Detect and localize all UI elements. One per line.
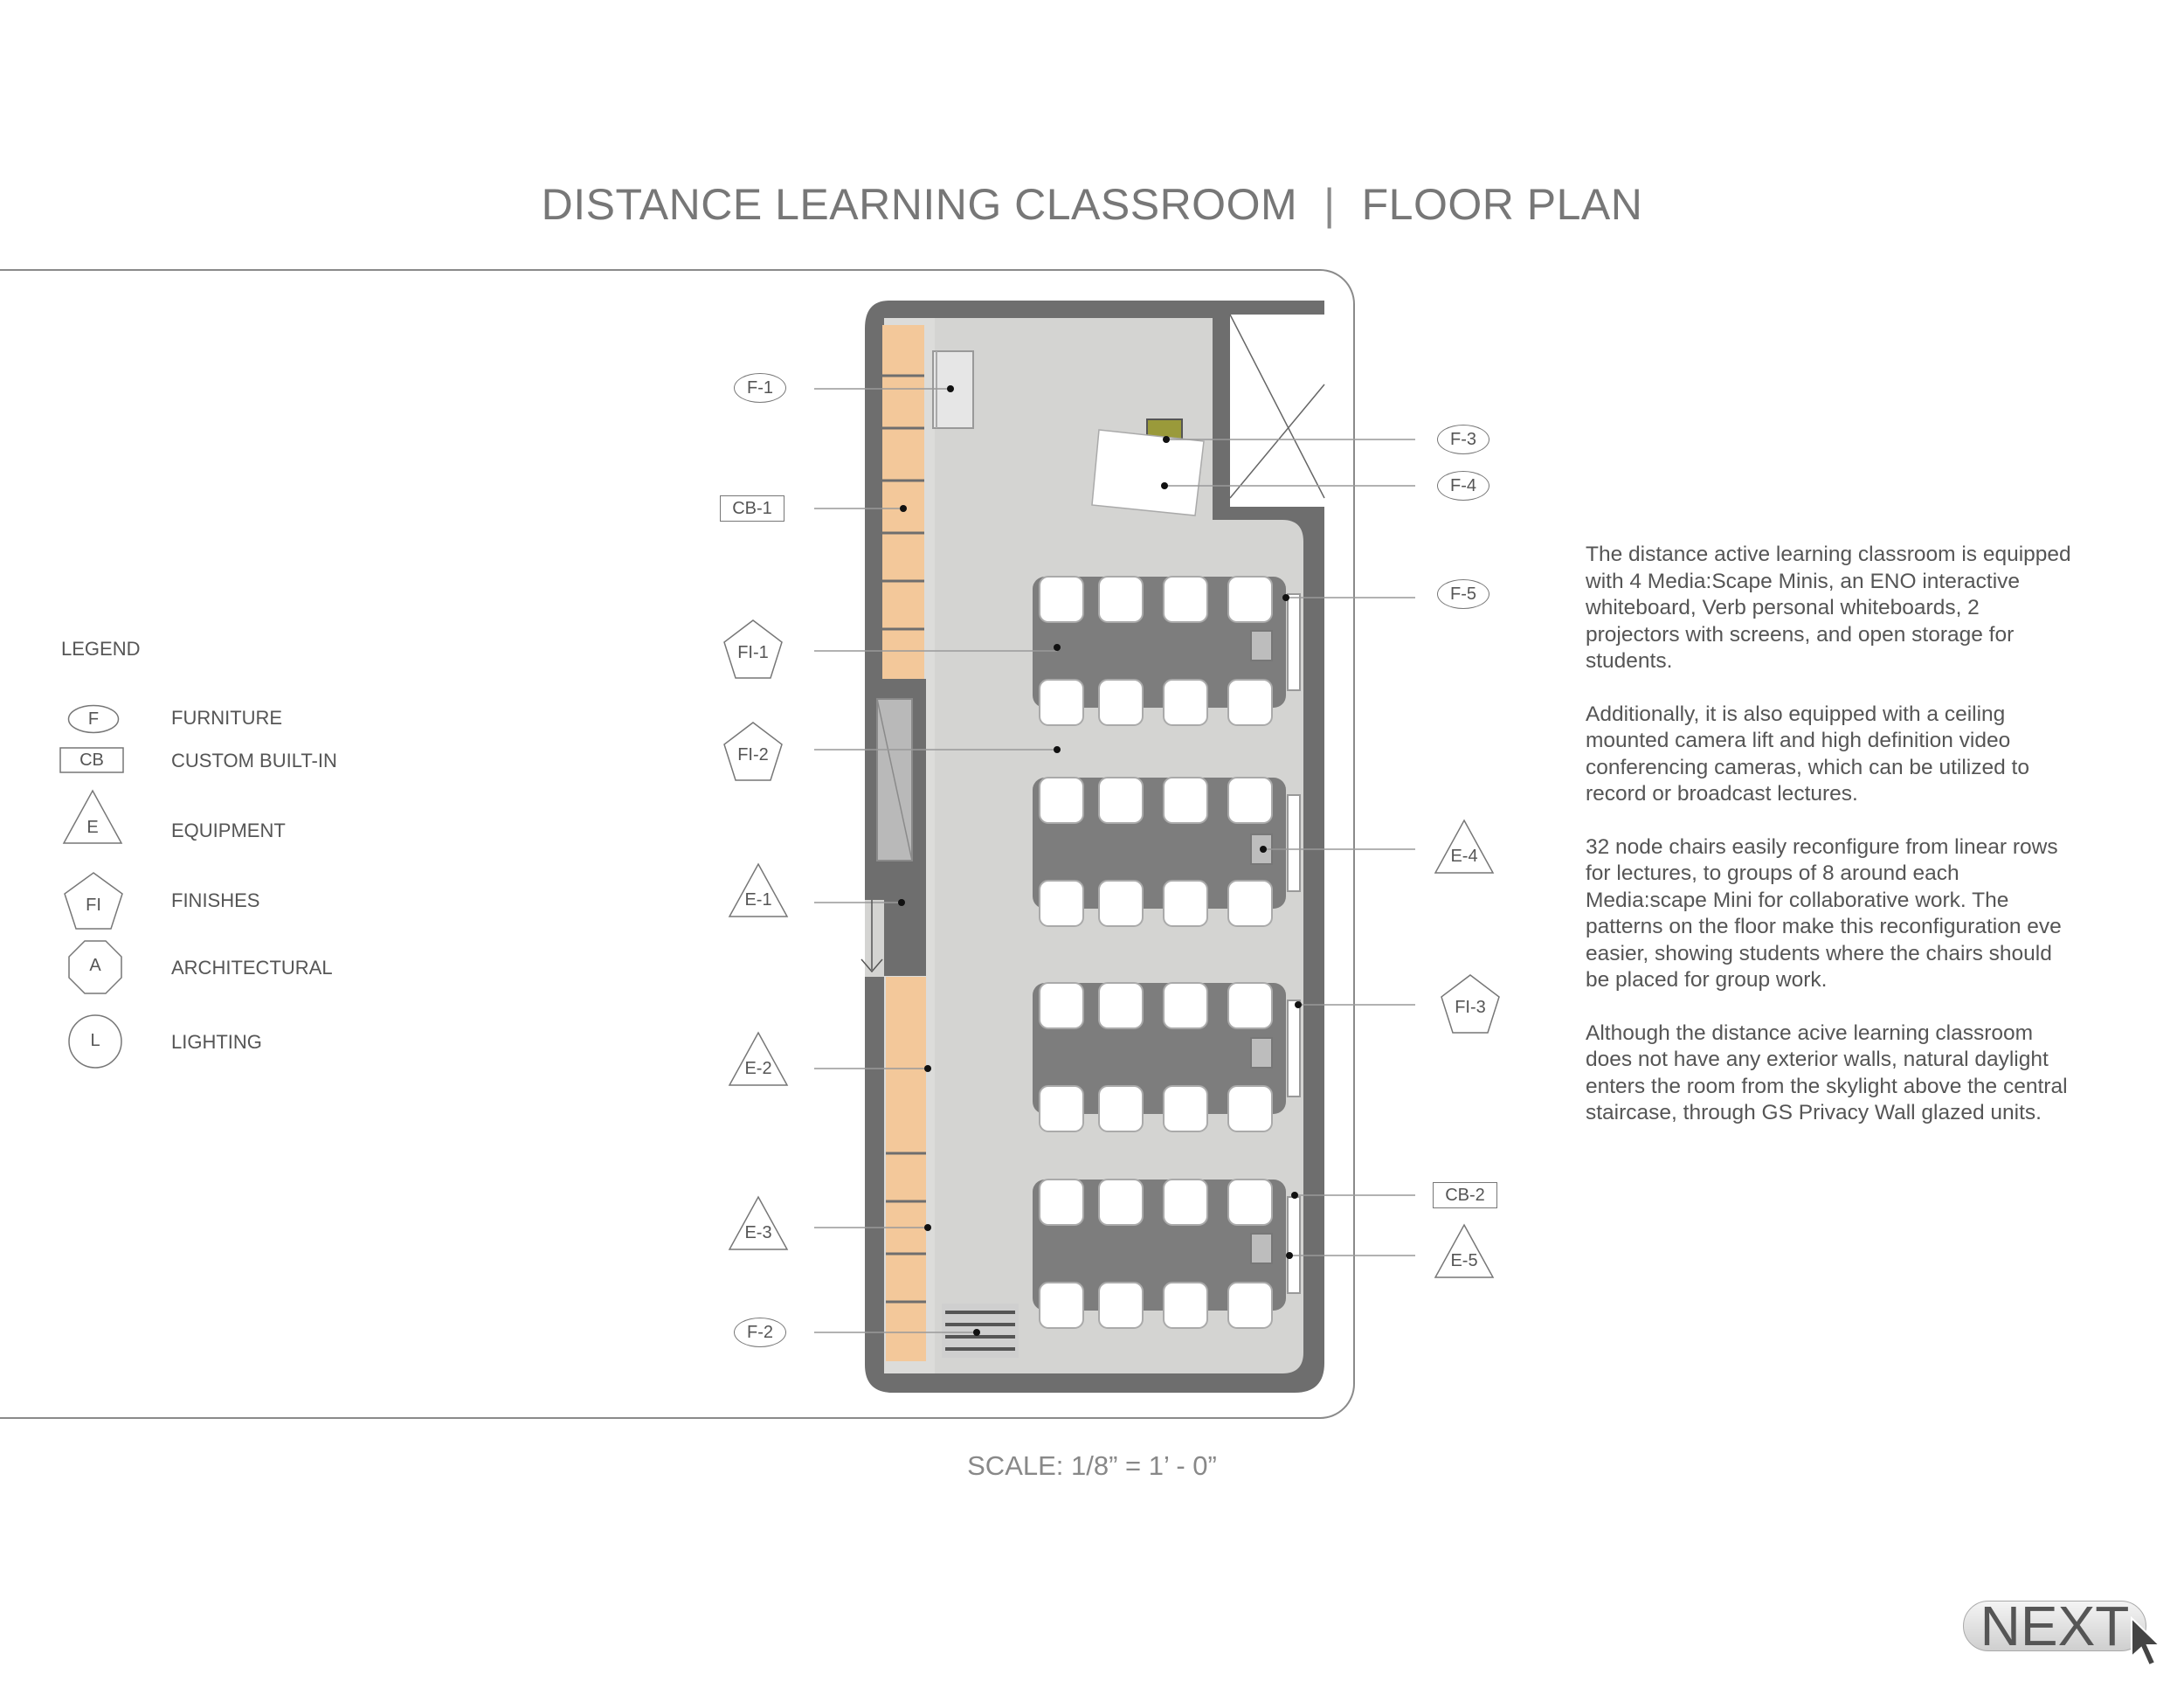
legend-equipment-label: EQUIPMENT <box>171 820 286 841</box>
description-paragraph: Additionally, it is also equipped with a… <box>1586 702 2029 806</box>
tag-f-3: F-3 <box>1437 425 1489 454</box>
tag-cb-1: CB-1 <box>720 495 784 522</box>
tag-f-5: F-5 <box>1437 579 1489 609</box>
legend-equipment-symbol: E <box>62 789 123 845</box>
legend-lighting-symbol: L <box>67 1013 123 1069</box>
tag-e-4: E-4 <box>1434 819 1495 880</box>
legend-furniture-label: FURNITURE <box>171 707 283 729</box>
legend-custom-built-in-label: CUSTOM BUILT-IN <box>171 750 337 771</box>
description-paragraph: Although the distance acive learning cla… <box>1586 1020 2068 1125</box>
title-separator: | <box>1324 180 1336 229</box>
tag-f-1: F-1 <box>734 373 786 403</box>
next-button-label: NEXT <box>1980 1595 2130 1657</box>
tag-e-1: E-1 <box>728 862 789 924</box>
legend-finishes-symbol: FI <box>63 871 124 930</box>
legend-custom-built-in-symbol: CB <box>59 747 124 773</box>
tag-e-5: E-5 <box>1434 1223 1495 1284</box>
legend-architectural-symbol: A <box>67 939 123 995</box>
tag-fi-2: FI-2 <box>722 721 784 782</box>
description-paragraph: 32 node chairs easily reconfigure from l… <box>1586 834 2062 993</box>
next-button[interactable]: NEXT <box>1963 1595 2146 1657</box>
tag-e-2: E-2 <box>728 1031 789 1092</box>
scale-label: SCALE: 1/8” = 1’ - 0” <box>967 1450 1217 1481</box>
title-right: FLOOR PLAN <box>1361 180 1643 229</box>
cursor-icon <box>2131 1616 2161 1667</box>
plan-frame <box>0 269 1355 1419</box>
legend-title: LEGEND <box>61 638 141 660</box>
legend-lighting-label: LIGHTING <box>171 1031 262 1053</box>
tag-fi-3: FI-3 <box>1440 973 1501 1034</box>
tag-cb-2: CB-2 <box>1433 1182 1497 1208</box>
page-title: DISTANCE LEARNING CLASSROOM | FLOOR PLAN <box>0 179 2184 230</box>
tag-f-2: F-2 <box>734 1318 786 1347</box>
legend-architectural-label: ARCHITECTURAL <box>171 957 333 979</box>
title-left: DISTANCE LEARNING CLASSROOM <box>541 180 1298 229</box>
description-text: The distance active learning classroom i… <box>1586 542 2075 1153</box>
legend-furniture-symbol: F <box>67 704 120 734</box>
legend-finishes-label: FINISHES <box>171 889 260 911</box>
description-paragraph: The distance active learning classroom i… <box>1586 543 2071 673</box>
tag-f-4: F-4 <box>1437 471 1489 501</box>
tag-e-3: E-3 <box>728 1195 789 1256</box>
tag-fi-1: FI-1 <box>722 619 784 680</box>
